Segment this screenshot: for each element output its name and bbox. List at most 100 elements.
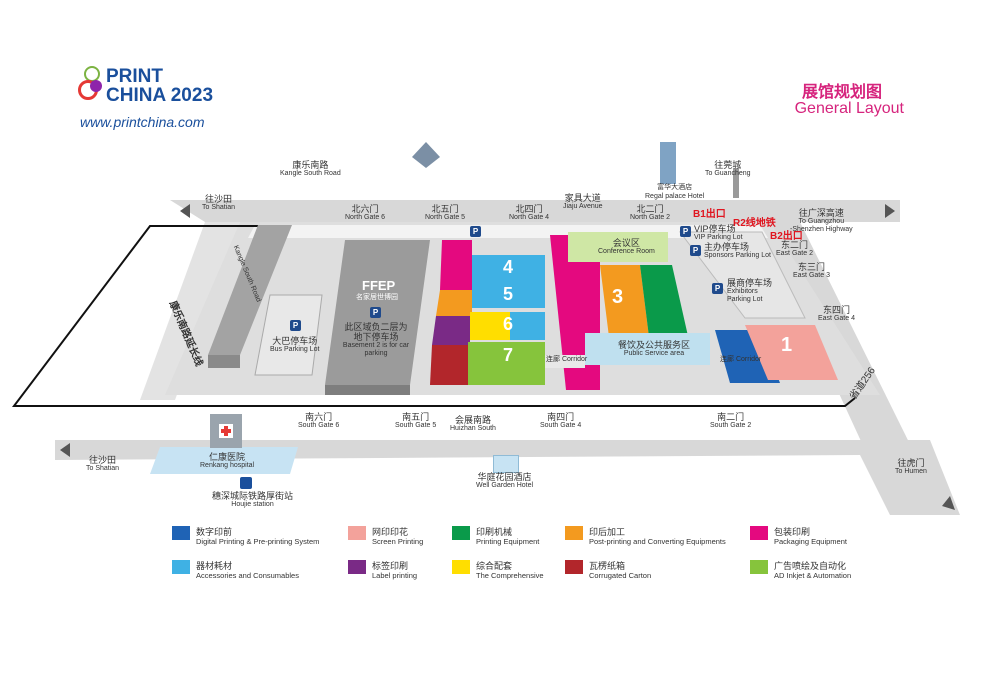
hotel-icon (493, 455, 519, 473)
hall-1-number[interactable]: 1 (781, 334, 793, 356)
legend-swatch (565, 526, 583, 540)
hall-7-number[interactable]: 7 (503, 345, 514, 365)
legend-swatch (750, 526, 768, 540)
hall-6-number[interactable]: 6 (503, 314, 514, 334)
hall-7 (468, 342, 545, 385)
hall-orange-west (436, 290, 472, 316)
hall-6-blue (510, 312, 545, 340)
hall-1-pink (745, 325, 838, 380)
corridor-label: 连廊 Corridor (546, 356, 588, 363)
renkang-ground (150, 447, 298, 474)
legend-label-cn: 广告喷绘及自动化 (774, 561, 847, 571)
bus-parking-lot (254, 294, 323, 376)
exit-b2: B2出口 (770, 231, 803, 242)
arrow-to-shatian-bottom (60, 443, 70, 457)
hall-3-orange (600, 265, 650, 345)
legend-swatch (172, 526, 190, 540)
legend-label-cn: 器材耗材 (196, 561, 233, 571)
corridor-block (545, 355, 585, 368)
metro-icon (240, 477, 252, 489)
ffep-building-front (325, 385, 410, 395)
legend-label-cn: 标签印刷 (372, 561, 409, 571)
legend-label-cn: 包装印刷 (774, 527, 811, 537)
hall-darkred (430, 345, 470, 385)
legend-label-cn: 数字印前 (196, 527, 233, 537)
hall-4 (472, 255, 545, 282)
legend-label-en: AD Inkjet & Automation (774, 571, 852, 580)
page-title-en: General Layout (794, 100, 904, 117)
ffep-subtitle: 名家居世博园 (356, 294, 398, 301)
logo-url[interactable]: www.printchina.com (80, 114, 205, 130)
conference-room (568, 232, 668, 262)
hall-5 (472, 282, 545, 308)
hall-4-number[interactable]: 4 (503, 257, 514, 277)
exhibitors-parking-icon: P (712, 283, 723, 294)
legend-label-en: Packaging Equipment (774, 537, 847, 546)
legend-label-cn: 网印印花 (372, 527, 409, 537)
sponsors-parking-icon: P (690, 245, 701, 256)
legend-label-en: Printing Equipment (476, 537, 540, 546)
legend-label-cn: 瓦楞纸箱 (589, 561, 626, 571)
vip-parking-icon: P (680, 226, 691, 237)
page-title-cn: 展馆规划图 (801, 84, 882, 101)
parking-p1-icon: P (470, 226, 481, 237)
hospital-icon (210, 414, 242, 448)
road-west-diagonal (140, 222, 240, 400)
legend-label-cn: 综合配套 (476, 561, 513, 571)
hall-6-yellow (470, 312, 510, 340)
hall-3-green (640, 265, 690, 345)
arrow-to-highway (885, 204, 895, 218)
legend-label-en: Accessories and Consumables (196, 571, 299, 580)
corridor-label-2: 连廊 Corridor (720, 356, 762, 363)
hall-3-number[interactable]: 3 (612, 286, 624, 308)
legend-swatch (172, 560, 190, 574)
arrow-to-humen (942, 496, 955, 510)
basement-parking-icon: P (370, 307, 381, 318)
compass (412, 142, 440, 168)
legend-swatch (452, 560, 470, 574)
regal-hotel-icon (660, 142, 676, 184)
public-service-area (585, 333, 710, 365)
hall-purple (432, 316, 470, 345)
hall-5-number[interactable]: 5 (503, 284, 514, 304)
legend-label-en: Screen Printing (372, 537, 424, 546)
legend-label-en: Post-printing and Converting Equipments (589, 537, 726, 546)
legend-label-en: The Comprehensive (476, 571, 544, 580)
legend-label-en: Label printing (372, 571, 418, 580)
